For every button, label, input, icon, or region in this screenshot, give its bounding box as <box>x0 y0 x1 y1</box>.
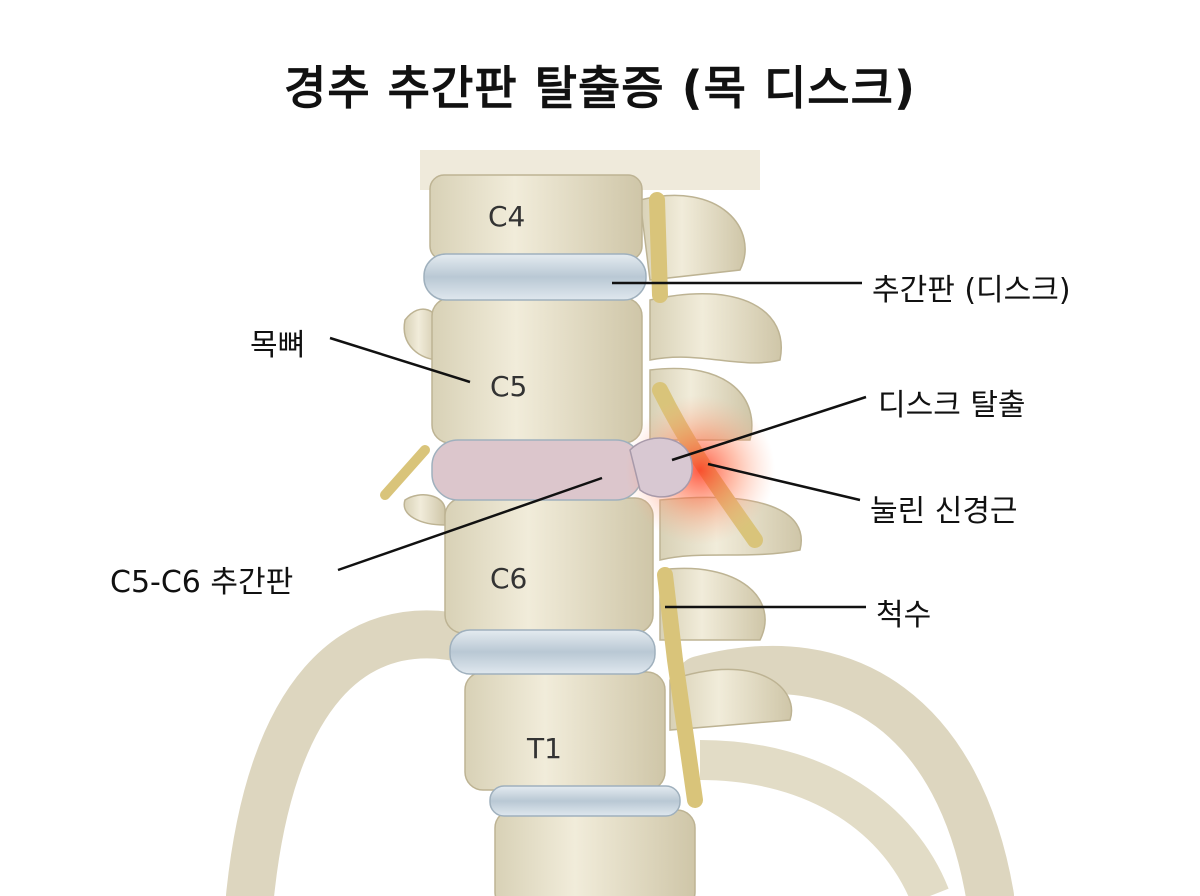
spinal-cord-upper <box>649 192 668 303</box>
spinal-cord-lower <box>657 567 703 808</box>
vertebra-label-c5: C5 <box>490 370 528 403</box>
t1-body <box>464 671 666 791</box>
herniated-disc-bulge <box>629 437 693 498</box>
vertebral-bodies <box>429 174 696 896</box>
rib-right-lower <box>699 740 949 896</box>
callout-c5c6-disc: C5-C6 추간판 <box>110 565 294 600</box>
c4-c5-disc <box>423 253 647 301</box>
callout-disc: 추간판 (디스크) <box>872 273 1071 308</box>
t1-t2-disc <box>489 785 681 817</box>
callout-spinal-cord: 척수 <box>876 598 932 633</box>
callout-compressed-nerve: 눌린 신경근 <box>870 494 1018 529</box>
rib-left <box>226 610 1014 896</box>
discs <box>423 253 681 817</box>
vertebra-label-t1: T1 <box>527 732 562 765</box>
callout-neck-bone: 목뼈 <box>250 328 306 363</box>
c6-body <box>444 497 654 634</box>
inflammation-glow <box>625 395 775 545</box>
diagram-title: 경추 추간판 탈출증 (목 디스크) <box>284 61 916 115</box>
c6-t1-disc <box>449 629 656 675</box>
callout-herniation: 디스크 탈출 <box>878 388 1026 423</box>
c5-c6-disc <box>431 439 643 501</box>
lower-body <box>494 809 696 896</box>
vertebra-label-c6: C6 <box>490 562 528 595</box>
c5-body <box>431 297 643 444</box>
leader-lines <box>329 281 867 609</box>
left-nerve <box>380 445 430 500</box>
c4-body <box>429 174 643 261</box>
vertebra-label-c4: C4 <box>488 200 526 233</box>
